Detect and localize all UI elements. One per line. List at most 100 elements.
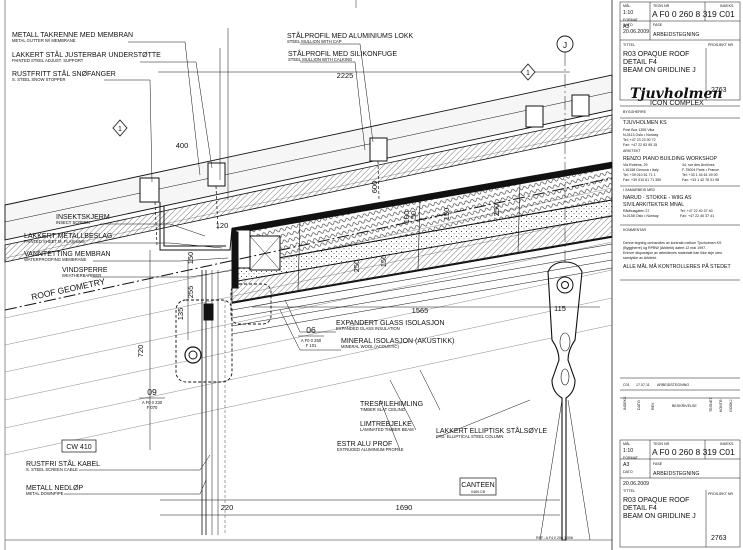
tb-phase-label: FASE <box>653 23 663 27</box>
tb-assoc-addr-4: Fax: +47 22 40 37 41 <box>680 214 714 218</box>
tb-owner-addr-2: N-0113 Oslo • Norway <box>623 133 659 137</box>
tb2-phase: ARBEIDSTEGNING <box>653 471 699 477</box>
tb-owner-addr-3: Tel: +47 23 23 90 72 <box>623 138 656 142</box>
tb-title-line-2: DETAIL F4 <box>623 59 657 66</box>
bottom-reference: REF.: A F4 0 200 1.006 <box>536 536 573 540</box>
dim-4: 1690 <box>396 503 413 512</box>
dim-1: 400 <box>176 141 189 150</box>
leader-lines <box>64 28 531 495</box>
tb-format-label: FORMAT <box>623 18 639 22</box>
dim-3: 1565 <box>412 306 429 315</box>
label-10: MINERAL ISOLASJON (AKUSTIKK) <box>341 338 454 345</box>
tb-scale-label: MÅL <box>623 3 630 8</box>
dimension-lines <box>149 71 600 516</box>
label-8: STÅLPROFIL MED SILIKONFUGE <box>288 49 397 58</box>
gridline-j-marker: J <box>563 40 567 50</box>
tb-drawing-no: A F0 0 260 8 319 C01 <box>652 9 735 19</box>
roof-buildup <box>231 161 613 311</box>
tb-assoc-addr-2: N-0158 Oslo • Norway <box>623 214 659 218</box>
label-6: VINDSPERRE <box>62 267 108 274</box>
curtain-wall-tag: CW 410 <box>61 439 97 453</box>
tb-rev-header-1: INDEKS <box>623 396 627 410</box>
tb-architect-addr-3: Tel: +39 010 61 71 1 <box>623 173 656 177</box>
tb2-scale-label: MÅL <box>623 441 630 446</box>
tb2-title-line-2: DETAIL F4 <box>623 505 657 512</box>
tb-architect-addr-6: F-75004 Paris • France <box>682 168 719 172</box>
dim-9: 600 <box>370 181 379 194</box>
dim-10: 150 <box>186 252 195 265</box>
tb-owner-addr-4: Fax: +47 22 83 95 15 <box>623 143 657 147</box>
tb-drawing-no-label: TEGN NR <box>653 4 670 8</box>
label-sub-6: WEATHERBARRIER <box>62 273 101 278</box>
tb-architect-addr-5: 34, rue des Archives <box>682 163 715 167</box>
dim-0: 2225 <box>337 71 354 80</box>
dim-13: 150 <box>442 208 451 221</box>
callout-1-b: 1 <box>526 70 530 77</box>
tb-owner-addr-1: Post Box 1355 Vika <box>623 128 654 132</box>
tb2-drawing-no: A F0 0 260 8 319 C01 <box>652 447 735 457</box>
curtain-wall-tag-text: CW 410 <box>66 444 91 451</box>
tb-logo: Tjuvholmen <box>630 86 723 102</box>
detail-09-num: 09 <box>147 387 157 397</box>
tb-check-note: ALLE MÅL MÅ KONTROLLERES PÅ STEDET <box>623 263 731 270</box>
tb2-format-label: FORMAT <box>623 456 639 460</box>
tb2-project-label: PROSJEKT NR <box>708 492 733 496</box>
dim-2: 120 <box>216 221 229 230</box>
tb2-title-label: TITTEL <box>623 489 635 493</box>
label-12: LIMTREBJELKE <box>360 421 412 428</box>
tb-notes-1: Denne tegning omhandles av kontrakt mell… <box>623 241 722 245</box>
tb-assoc-addr-3: Tel: +47 22 40 37 40 <box>680 209 713 213</box>
dim-15: 250 <box>352 260 361 273</box>
tb-rev-header-3: REV. <box>651 402 655 410</box>
label-5: VANNTETTING MEMBRAN <box>24 251 111 258</box>
label-16: METALL NEDLØP <box>26 485 84 492</box>
dimension-values: 2225400120156516902201352557206001501005… <box>136 71 566 512</box>
label-sub-10: MINERAL WOOL (ACOUSTIC) <box>341 344 399 349</box>
label-sub-2: S. STEEL SNOW STOPPER <box>12 77 66 82</box>
tb2-phase-label: FASE <box>653 462 663 466</box>
dim-8: 720 <box>136 345 145 358</box>
label-sub-5: WATERPROOFING MEMBRANE <box>24 257 87 262</box>
tb-assoc-2: SIVILARKITEKTER MNAL <box>623 202 684 208</box>
tb2-title-line-3: BEAM ON GRIDLINE J <box>623 513 696 520</box>
label-7: STÅLPROFIL MED ALUMINIUMS LOKK <box>287 31 413 40</box>
detail-09-ref2: F 070 <box>147 405 158 410</box>
tb2-project: 2763 <box>711 535 727 542</box>
dim-12: 50 <box>409 211 418 219</box>
tb-project: 2763 <box>711 87 727 94</box>
label-11: TRESPILEHIMLING <box>360 401 423 408</box>
callout-1-a: 1 <box>118 126 122 133</box>
steel-mullions <box>139 94 590 246</box>
tb-architect-label: ARKITEKT <box>623 149 641 153</box>
tb2-date-label: DATO <box>623 470 633 474</box>
tb-architect-addr-1: Via Rubens, 29 <box>623 163 648 167</box>
dim-17: 115 <box>554 304 566 313</box>
tb-date: 20.06.2009 <box>623 29 649 35</box>
label-sub-15: S. STEEL SCREEN CABLE <box>26 467 78 472</box>
detail-clouds <box>175 283 272 383</box>
tb-rev-header-2: DATO <box>637 400 641 410</box>
dim-16: 150 <box>379 255 388 268</box>
label-1: LAKKERT STÅL JUSTERBAR UNDERSTØTTE <box>12 50 161 59</box>
tb-notes-3: Enhver disposisjon av arbeidenes materia… <box>623 251 722 255</box>
tb-rev-header-4: BESKRIVELSE <box>672 404 697 408</box>
label-sub-7: STEEL MULLION WITH CAP <box>287 39 342 44</box>
canteen-sub: 0469.CB <box>471 490 486 494</box>
roof-geometry-label: ROOF GEOMETRY <box>30 276 106 302</box>
tb-index-label: INDEKS <box>720 4 734 8</box>
tb-rev-desc: ARBEIDSTEGNING <box>657 383 689 387</box>
label-sub-9: EXPANDED GLASS INSULATION <box>336 326 400 331</box>
tb-date-label: DATO <box>623 23 633 27</box>
detail-06-num: 06 <box>306 325 316 335</box>
label-sub-0: METAL GUTTER W/ MEMBRANE <box>12 38 76 43</box>
label-sub-3: INSECT SCREEN <box>56 220 90 225</box>
label-15: RUSTFRI STÅL KABEL <box>26 459 100 468</box>
tb-rev-header-5: TEGNET <box>709 397 713 412</box>
tb-architect-addr-2: I-16158 Genova • Italy <box>623 168 659 172</box>
tb-rev-header-6: KONTR. <box>719 398 723 412</box>
title-block: MÅL 1:10 FORMAT A3 TEGN NR A F0 0 260 8 … <box>619 1 741 548</box>
tb2-drawing-no-label: TEGN NR <box>653 442 670 446</box>
dim-5: 220 <box>221 503 234 512</box>
tb-title-line-1: R03 OPAQUE ROOF <box>623 51 689 58</box>
tb-notes-2: (Byggherre) og RPBW (Arkitekt) datert 12… <box>623 246 706 250</box>
